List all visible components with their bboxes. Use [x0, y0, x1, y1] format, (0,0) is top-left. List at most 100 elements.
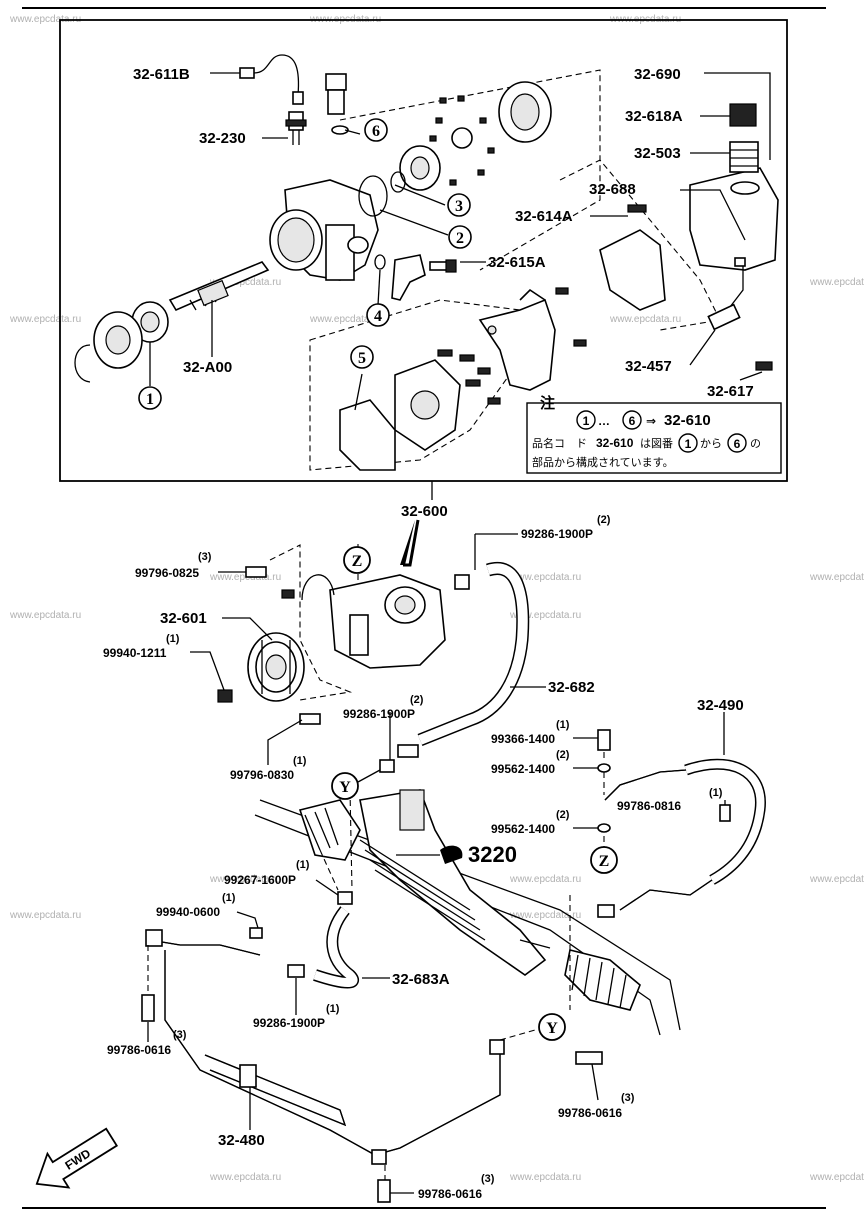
qty-99786-0816: (1) — [709, 787, 723, 799]
svg-text:2: 2 — [456, 230, 464, 247]
watermark: www.epcdata.ru — [509, 572, 581, 583]
qty-99286-1900P-mid: (2) — [410, 694, 424, 706]
qty-99940-1211: (1) — [166, 633, 180, 645]
steering-gear-3220-part — [254, 789, 681, 1036]
circled-ref-1: 1 — [138, 386, 162, 410]
note-line2-from: 1 — [685, 437, 692, 451]
circled-ref-5: 5 — [350, 345, 374, 369]
reservoir-tank-part — [689, 103, 779, 371]
callout-99286-1900P-mid: 99286-1900P — [343, 707, 415, 721]
pump-assembly-part — [281, 519, 446, 669]
callout-99286-1900P-bot: 99286-1900P — [253, 1016, 325, 1030]
note-line2-c: から — [700, 437, 722, 450]
svg-text:6: 6 — [372, 123, 380, 140]
svg-text:4: 4 — [374, 308, 382, 325]
bearing-seal-part — [74, 301, 169, 383]
callout-32-683A: 32-683A — [392, 971, 450, 988]
dashed-outline-cover-group — [309, 299, 521, 471]
watermark: www.epcdata.ru — [509, 874, 581, 885]
watermark: www.epcdata.ru — [509, 610, 581, 621]
circled-ref-Z-top: Z — [343, 546, 371, 574]
pump-bracket-part — [478, 288, 556, 391]
pressure-switch-wire-part — [239, 54, 304, 105]
watermark: www.epcdata.ru — [809, 572, 864, 583]
callout-99286-1900P-top: 99286-1900P — [521, 527, 593, 541]
circled-ref-4: 4 — [366, 303, 390, 327]
washer-99562-1400-part — [597, 823, 611, 833]
bolt-99796-0830-part — [299, 713, 321, 725]
callout-99562-1400-a: 99562-1400 — [491, 762, 555, 776]
watermark: www.epcdata.ru — [9, 910, 81, 921]
suction-hose-32-682-part — [379, 562, 530, 773]
suction-pipe-fitting-part — [391, 254, 457, 301]
watermark: www.epcdata.ru — [209, 874, 281, 885]
callout-99940-1211: 99940-1211 — [103, 646, 167, 660]
pump-body-part — [269, 179, 379, 281]
pump-shaft-part — [168, 261, 270, 312]
callout-99786-0816: 99786-0816 — [617, 799, 681, 813]
note-range-dots: … — [598, 414, 610, 428]
watermark: www.epcdata.ru — [809, 277, 864, 288]
callout-32-682: 32-682 — [548, 679, 595, 696]
cover-bolts-part — [437, 287, 587, 405]
watermark: www.epcdata.ru — [209, 1172, 281, 1183]
callout-32-600: 32-600 — [401, 503, 448, 520]
circled-ref-6: 6 — [364, 118, 388, 142]
watermark: www.epcdata.ru — [809, 1172, 864, 1183]
qty-99562-1400-a: (2) — [556, 749, 570, 761]
callout-99796-0825: 99796-0825 — [135, 566, 199, 580]
pump-rear-cover-part — [339, 359, 461, 471]
qty-99562-1400-b: (2) — [556, 809, 570, 821]
o-ring-part — [390, 171, 406, 193]
callout-3220: 3220 — [468, 842, 517, 867]
callout-32-490: 32-490 — [697, 697, 744, 714]
circled-ref-3: 3 — [447, 193, 471, 217]
return-hose-32-683A-part — [287, 891, 359, 989]
note-line2-d: の — [750, 437, 761, 450]
pressure-hose-32-490-part — [597, 758, 766, 918]
callout-32-230: 32-230 — [199, 130, 246, 147]
circled-ref-Z-mid: Z — [590, 846, 618, 874]
note-range-from: 1 — [583, 414, 590, 428]
bolt-99796-0825-part — [245, 566, 267, 578]
note-line2-code: 32-610 — [596, 436, 634, 450]
callout-32-614A: 32-614A — [515, 208, 573, 225]
note-arrow: ⇒ — [646, 414, 656, 428]
leader-lines-mid — [147, 534, 726, 1194]
callout-99562-1400-b: 99562-1400 — [491, 822, 555, 836]
svg-text:1: 1 — [146, 391, 154, 408]
qty-99286-1900P-bot: (1) — [326, 1003, 340, 1015]
qty-99786-0616-bottom: (3) — [481, 1173, 495, 1185]
watermark: www.epcdata.ru — [9, 610, 81, 621]
watermark: www.epcdata.ru — [209, 277, 281, 288]
bolt-99786-0616-left-part — [141, 994, 155, 1022]
circled-ref-Y-right: Y — [538, 1013, 566, 1041]
pump-pulley-part — [247, 632, 305, 702]
callout-32-615A: 32-615A — [488, 254, 546, 271]
note-mark: 注 — [540, 394, 555, 412]
watermark: www.epcdata.ru — [9, 314, 81, 325]
svg-text:Z: Z — [599, 853, 610, 870]
bolt-99786-0616-bottom-part — [377, 1179, 391, 1203]
qty-99786-0616-right: (3) — [621, 1092, 635, 1104]
dashed-outline-pump-assembly — [269, 544, 353, 701]
circled-ref-Y-left: Y — [331, 769, 381, 800]
callout-99786-0616-bottom: 99786-0616 — [418, 1187, 482, 1201]
leader-lines-top — [149, 72, 771, 411]
svg-text:Y: Y — [546, 1020, 558, 1037]
pump-rotor-vane-part — [399, 81, 552, 191]
qty-99796-0830: (1) — [293, 755, 307, 767]
note-range-to: 6 — [629, 414, 636, 428]
watermark: www.epcdata.ru — [809, 874, 864, 885]
note-line2-b: は図番 — [640, 437, 673, 450]
callout-32-611B: 32-611B — [133, 66, 190, 83]
callout-32-617: 32-617 — [707, 383, 754, 400]
circled-ref-2: 2 — [448, 225, 472, 249]
qty-99366-1400: (1) — [556, 719, 570, 731]
union-fitting-part — [325, 73, 349, 135]
nut-99940-1211-part — [217, 689, 233, 703]
callout-99940-0600: 99940-0600 — [156, 905, 220, 919]
note-box: 注 1 … 6 ⇒ 32-610 品名コ ド 32-610 は図番 1 から 6… — [526, 394, 782, 474]
callout-99796-0830: 99796-0830 — [230, 768, 294, 782]
dashed-outline-bracket-group — [559, 159, 721, 331]
